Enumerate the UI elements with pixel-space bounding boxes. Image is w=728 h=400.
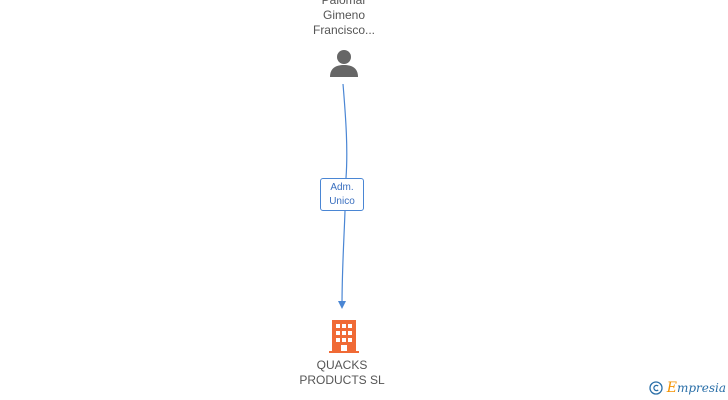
building-icon[interactable] bbox=[329, 319, 359, 353]
brand-initial: E bbox=[666, 380, 677, 396]
empresia-watermark: Empresia bbox=[649, 379, 726, 397]
edge-role-line-1: Adm. bbox=[330, 182, 354, 193]
edge-line-lower bbox=[338, 210, 347, 309]
person-node-label[interactable]: Palomar Gimeno Francisco... bbox=[284, 0, 404, 38]
edge-line-upper bbox=[342, 83, 348, 179]
person-name-line-1: Palomar bbox=[321, 0, 367, 7]
company-node-label[interactable]: QUACKS PRODUCTS SL bbox=[270, 358, 414, 388]
company-name-line-1: QUACKS bbox=[316, 358, 368, 372]
edge-role-line-2: Unico bbox=[329, 196, 355, 207]
edge-role-label[interactable]: Adm. Unico bbox=[320, 178, 364, 211]
copyright-icon bbox=[649, 381, 663, 395]
brand-rest: mpresia bbox=[676, 381, 726, 395]
person-name-line-2: Gimeno bbox=[322, 8, 366, 22]
person-name-line-3: Francisco... bbox=[312, 23, 375, 37]
person-icon[interactable] bbox=[329, 48, 359, 78]
company-name-line-2: PRODUCTS SL bbox=[299, 373, 385, 387]
brand-logo: Empresia bbox=[667, 380, 726, 396]
